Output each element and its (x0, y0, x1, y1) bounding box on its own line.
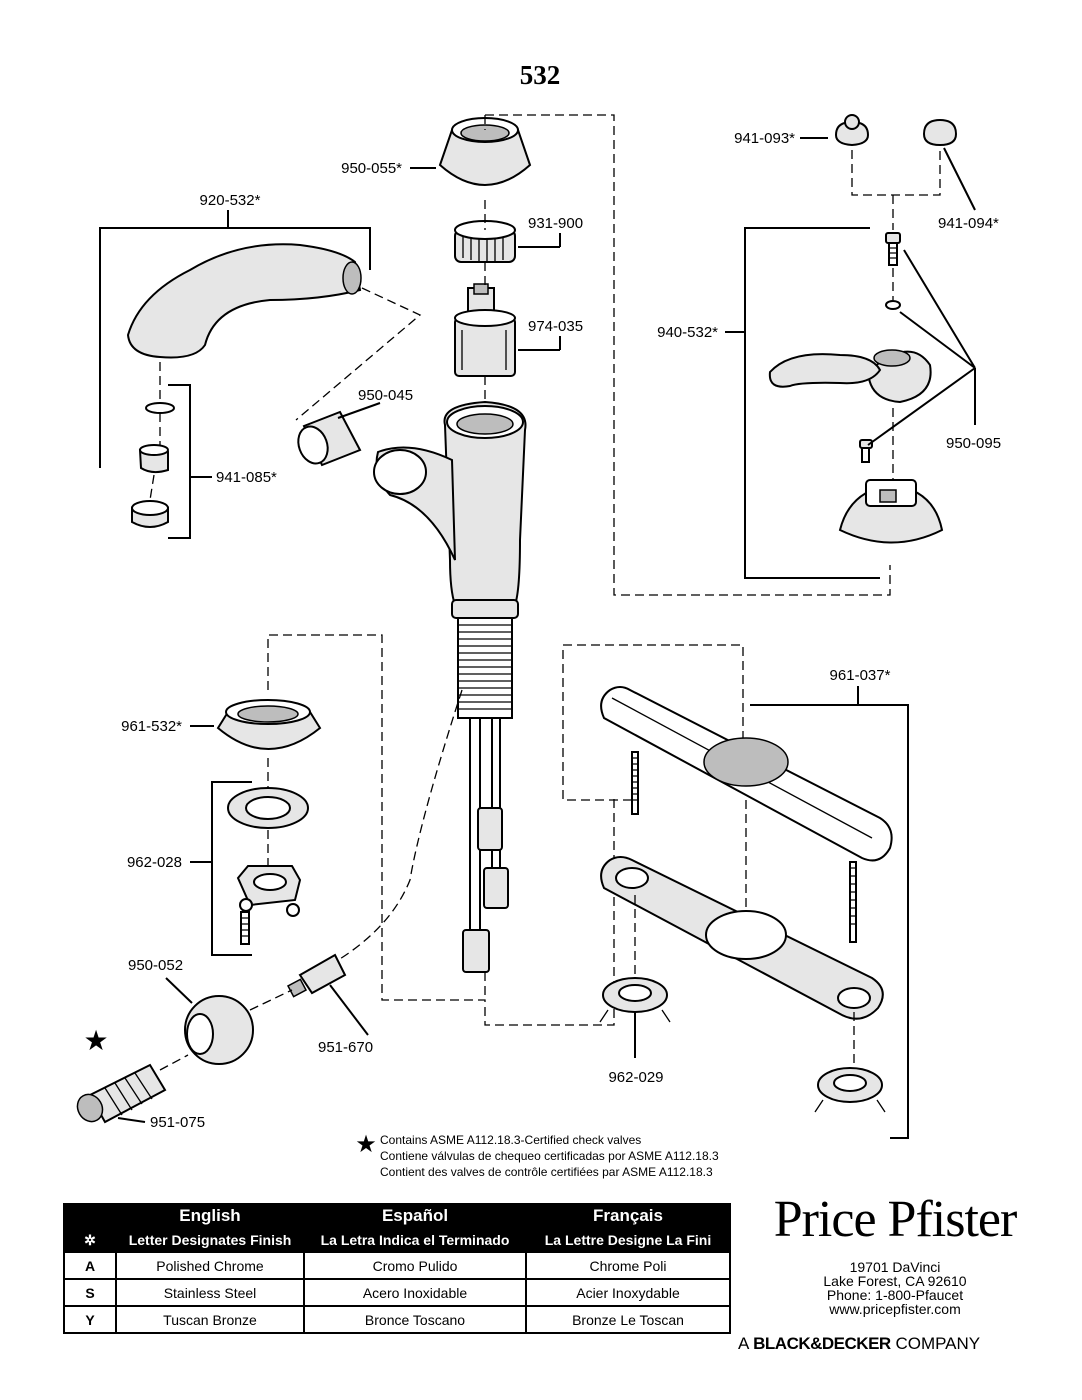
address-line-2: Lake Forest, CA 92610 (823, 1273, 967, 1289)
deck-plate-bolt-right-part (849, 861, 857, 943)
brand-logo: Price Pfister (773, 1191, 1018, 1248)
parent-company: A BLACK&DECKER COMPANY (738, 1334, 1038, 1354)
finish-marker-icon: ✲ (63, 1227, 117, 1253)
gasket-part (227, 787, 309, 829)
finish-english: Polished Chrome (115, 1251, 305, 1280)
website-line: www.pricepfister.com (829, 1301, 961, 1317)
table-row: S Stainless Steel Acero Inoxidable Acier… (63, 1278, 731, 1307)
handle-cap-part (922, 118, 958, 147)
company-suffix: COMPANY (895, 1334, 981, 1353)
label-961-532: 961-532* (121, 718, 182, 735)
finish-spanish: Cromo Pulido (303, 1251, 527, 1280)
finish-french: Bronze Le Toscan (525, 1305, 731, 1334)
label-941-093: 941-093* (734, 130, 795, 147)
spout-part (126, 243, 362, 359)
check-valve-star-icon: ★ (83, 1024, 108, 1057)
hose-weight-part (184, 995, 254, 1065)
mounting-nut-left-part (599, 977, 671, 1023)
finish-table: English Español Français ✲ Letter Design… (63, 1203, 731, 1334)
escutcheon-cap-part (438, 117, 532, 186)
note-line-2: Contiene válvulas de chequeo certificada… (380, 1149, 719, 1163)
check-valve-part (76, 1063, 167, 1124)
escutcheon-part (216, 699, 322, 750)
aerator-group-part (131, 362, 175, 528)
deck-plate-part (600, 686, 893, 862)
label-974-035: 974-035 (528, 318, 583, 335)
brand-block: Price Pfister 19701 DaVinci Lake Forest,… (750, 1190, 1040, 1316)
finish-spanish: Bronce Toscano (303, 1305, 527, 1334)
exploded-parts-diagram: 532 950-055* 931-900 974-035 (76, 60, 1001, 1179)
model-number: 532 (520, 60, 561, 90)
finish-code: S (63, 1278, 117, 1307)
finish-french: Chrome Poli (525, 1251, 731, 1280)
finish-code: A (63, 1251, 117, 1280)
label-962-029: 962-029 (608, 1069, 663, 1086)
header-english: English (115, 1203, 305, 1229)
finish-english: Tuscan Bronze (115, 1305, 305, 1334)
label-920-532: 920-532* (200, 192, 261, 209)
deck-gasket-part (600, 856, 884, 1020)
label-941-094: 941-094* (938, 215, 999, 232)
hose-connector-part (286, 953, 347, 998)
hose-guide-line (329, 689, 463, 966)
handle-button-part (834, 114, 870, 147)
lever-handle-part (768, 349, 932, 404)
finish-spanish: Acero Inoxidable (303, 1278, 527, 1307)
bonnet-nut-part (454, 220, 516, 263)
header-francais: Français (525, 1203, 731, 1229)
handle-base-part (838, 479, 944, 544)
table-header-blank (63, 1203, 117, 1229)
address-line-1: 19701 DaVinci (849, 1259, 941, 1275)
handle-set-screw-part (859, 439, 873, 463)
mounting-bracket-part (236, 865, 302, 945)
table-row: Y Tuscan Bronze Bronce Toscano Bronze Le… (63, 1305, 731, 1334)
finish-code: Y (63, 1305, 117, 1334)
label-950-045: 950-045 (358, 387, 413, 404)
note-line-3: Contient des valves de contrôle certifié… (380, 1165, 713, 1179)
finish-french: Acier Inoxydable (525, 1278, 731, 1307)
label-962-028: 962-028 (127, 854, 182, 871)
faucet-body-part (373, 400, 527, 973)
note-star-icon: ★ (355, 1130, 377, 1158)
subheader-espanol: La Letra Indica el Terminado (303, 1227, 527, 1253)
header-espanol: Español (303, 1203, 527, 1229)
label-961-037: 961-037* (830, 667, 891, 684)
company-name-logo: BLACK&DECKER (753, 1334, 891, 1353)
label-931-900: 931-900 (528, 215, 583, 232)
phone-line: Phone: 1-800-Pfaucet (826, 1287, 964, 1303)
handle-washer-part (885, 300, 901, 310)
label-950-095: 950-095 (946, 435, 1001, 452)
finish-english: Stainless Steel (115, 1278, 305, 1307)
label-941-085: 941-085* (216, 469, 277, 486)
table-row: A Polished Chrome Cromo Pulido Chrome Po… (63, 1251, 731, 1280)
mounting-nut-right-part (814, 1067, 886, 1113)
label-951-075: 951-075 (150, 1114, 205, 1131)
note-line-1: Contains ASME A112.18.3-Certified check … (380, 1133, 641, 1147)
cartridge-part (454, 283, 516, 377)
label-940-532: 940-532* (657, 324, 718, 341)
subheader-english: Letter Designates Finish (115, 1227, 305, 1253)
adapter-part (297, 410, 362, 467)
brand-address: 19701 DaVinci Lake Forest, CA 92610 Phon… (750, 1260, 1040, 1316)
subheader-francais: La Lettre Designe La Fini (525, 1227, 731, 1253)
company-prefix: A (738, 1334, 749, 1353)
deck-plate-bolt-left-part (631, 751, 639, 815)
handle-screw-part (885, 232, 901, 266)
label-950-055: 950-055* (341, 160, 402, 177)
label-950-052: 950-052 (128, 957, 183, 974)
label-951-670: 951-670 (318, 1039, 373, 1056)
